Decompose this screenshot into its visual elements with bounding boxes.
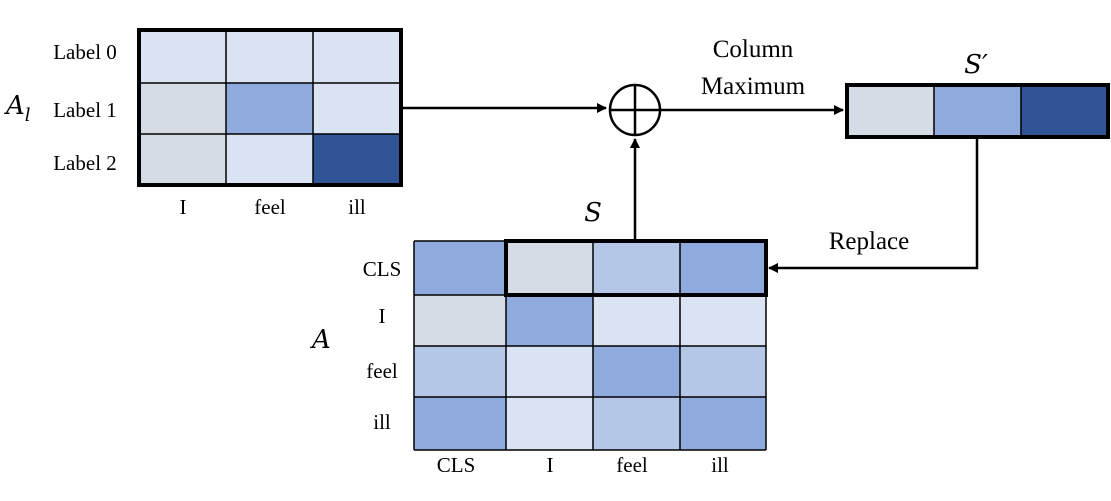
a-cell-3-0 <box>414 397 506 450</box>
a-col-label-1: I <box>547 453 554 477</box>
al-cell-1-0 <box>139 83 226 134</box>
s-prime-label: S′ <box>964 50 988 80</box>
al-row-label-0: Label 0 <box>53 40 117 64</box>
al-cell-1-2 <box>313 83 401 134</box>
column-max-operator: Column Maximum <box>608 36 806 137</box>
al-cell-0-1 <box>226 30 313 83</box>
a-cell-1-2 <box>593 295 680 346</box>
al-cell-2-0 <box>139 134 226 185</box>
al-col-label-2: ill <box>348 195 366 219</box>
a-matrix: S CLS I feel ill CLS I feel ill A <box>310 198 768 477</box>
al-col-label-1: feel <box>254 195 286 219</box>
a-cell-2-0 <box>414 346 506 397</box>
a-row-label-1: I <box>379 304 386 328</box>
a-cell-0-3 <box>680 241 766 295</box>
a-row-label-2: feel <box>366 359 398 383</box>
a-cell-0-1 <box>506 241 593 295</box>
replace-arrow <box>768 137 979 273</box>
al-matrix-name: Al <box>4 91 31 126</box>
al-name-main: A <box>4 91 25 121</box>
a-cell-2-2 <box>593 346 680 397</box>
s-prime-cell-0-1 <box>934 85 1021 137</box>
a-cell-1-1 <box>506 295 593 346</box>
al-name-sub: l <box>25 105 31 126</box>
a-matrix-name: A <box>310 325 331 355</box>
s-prime-vector: S′ <box>845 50 1110 139</box>
a-cell-1-0 <box>414 295 506 346</box>
operator-label-line1: Column <box>713 36 794 63</box>
a-cell-1-3 <box>680 295 766 346</box>
s-prime-cells <box>847 85 1108 137</box>
al-row-label-1: Label 1 <box>53 98 117 122</box>
s-prime-cell-0-2 <box>1021 85 1108 137</box>
al-row-label-2: Label 2 <box>53 151 117 175</box>
a-cell-2-3 <box>680 346 766 397</box>
a-matrix-grid <box>413 240 767 451</box>
al-matrix: Label 0 Label 1 Label 2 I feel ill Al <box>4 28 403 219</box>
al-cell-0-0 <box>139 30 226 83</box>
a-cell-2-1 <box>506 346 593 397</box>
a-row-label-3: ill <box>373 410 391 434</box>
a-matrix-cells <box>414 241 766 450</box>
al-cell-0-2 <box>313 30 401 83</box>
al-cell-2-1 <box>226 134 313 185</box>
a-cell-3-1 <box>506 397 593 450</box>
al-col-label-0: I <box>180 195 187 219</box>
a-cell-3-3 <box>680 397 766 450</box>
al-matrix-cells <box>139 30 401 185</box>
al-cell-1-1 <box>226 83 313 134</box>
a-cell-0-2 <box>593 241 680 295</box>
a-col-label-2: feel <box>616 453 648 477</box>
s-label: S <box>584 198 602 228</box>
a-row-label-0: CLS <box>363 257 402 281</box>
a-col-label-3: ill <box>711 453 729 477</box>
s-prime-cell-0-0 <box>847 85 934 137</box>
a-col-label-0: CLS <box>437 453 476 477</box>
al-cell-2-2 <box>313 134 401 185</box>
a-cell-3-2 <box>593 397 680 450</box>
operator-label-line2: Maximum <box>701 73 806 100</box>
replace-label: Replace <box>829 228 910 255</box>
a-cell-0-0 <box>414 241 506 295</box>
s-highlight-box <box>504 239 768 297</box>
